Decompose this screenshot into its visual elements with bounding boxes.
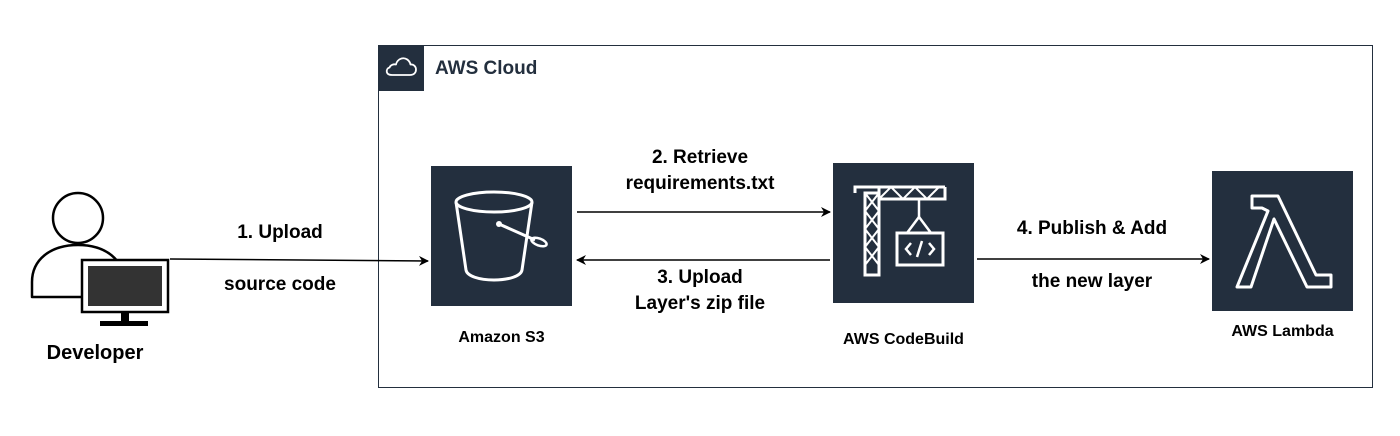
aws-cloud-group (378, 45, 1373, 388)
edge-upload-source-label-2: source code (190, 272, 370, 298)
lambda-label: AWS Lambda (1231, 323, 1334, 340)
edge-publish-label: 4. Publish & Add (982, 216, 1202, 242)
edge-upload-source-line1: 1. Upload (237, 222, 323, 243)
edge-retrieve-label: 2. Retrieve requirements.txt (590, 145, 810, 197)
lambda-icon (1235, 194, 1333, 289)
edge-upload-layer-line1: 3. Upload (657, 267, 743, 288)
codebuild-label: AWS CodeBuild (843, 331, 964, 348)
edge-upload-source-label: 1. Upload (190, 220, 370, 246)
developer-icon (28, 190, 173, 330)
cloud-title: AWS Cloud (435, 58, 538, 79)
s3-service-tile (431, 166, 572, 306)
cloud-icon (378, 45, 424, 91)
developer-label: Developer (46, 342, 144, 364)
edge-publish-line1: 4. Publish & Add (1016, 218, 1168, 239)
edge-publish-label-2: the new layer (982, 269, 1202, 295)
lambda-service-tile (1212, 171, 1353, 311)
edge-retrieve-line2: requirements.txt (625, 173, 775, 194)
edge-publish-line2: the new layer (1031, 271, 1153, 292)
s3-label: Amazon S3 (458, 329, 545, 346)
edge-upload-source-line2: source code (224, 274, 336, 295)
codebuild-service-tile (833, 163, 974, 303)
edge-retrieve-line1: 2. Retrieve (651, 147, 749, 168)
edge-upload-layer-label: 3. Upload Layer's zip file (590, 265, 810, 317)
s3-bucket-icon (454, 190, 548, 282)
codebuild-crane-icon (853, 185, 947, 277)
edge-upload-layer-line2: Layer's zip file (634, 293, 766, 314)
